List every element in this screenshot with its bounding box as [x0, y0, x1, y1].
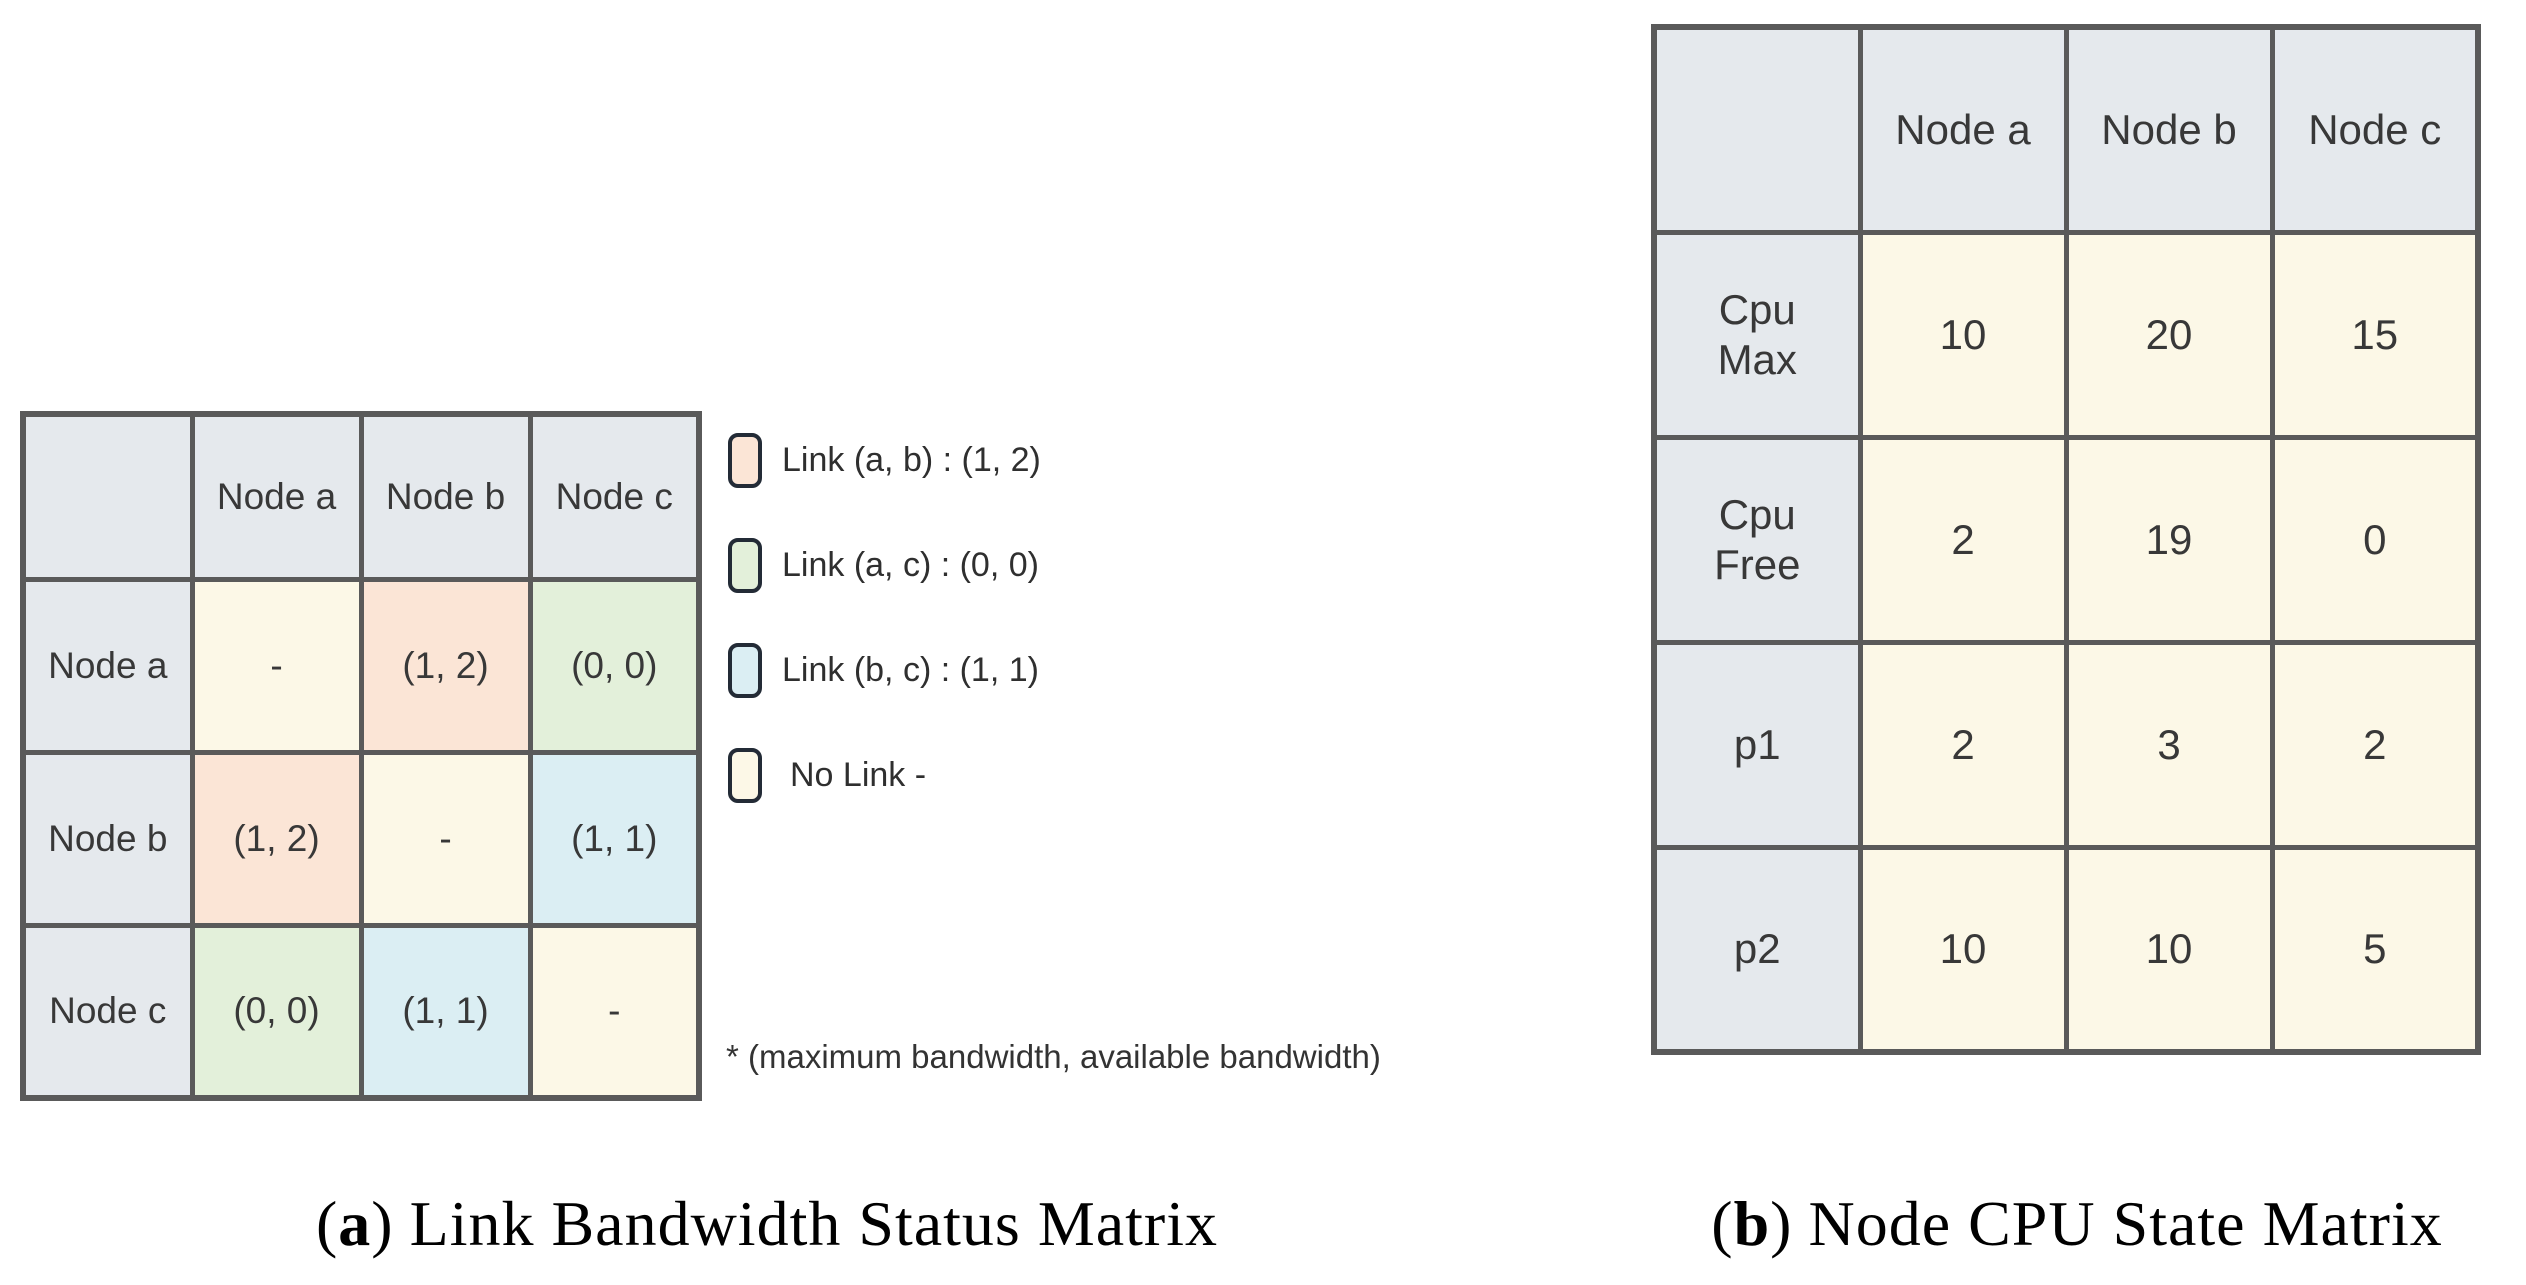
caption-a-text: Link Bandwidth Status Matrix — [409, 1188, 1219, 1259]
caption-a-letter: a — [338, 1188, 372, 1259]
matrix-a-cell-a-c: (0, 0) — [527, 576, 702, 755]
caption-b-letter: b — [1733, 1188, 1771, 1259]
matrix-a-cell-a-a: - — [189, 576, 364, 755]
cpu-state-matrix: Node a Node b Node c Cpu Max 10 20 15 Cp… — [1651, 24, 2481, 1055]
matrix-b-cell-p1-node-a: 2 — [1857, 639, 2069, 850]
matrix-a-cell-c-a: (0, 0) — [189, 922, 364, 1101]
caption-a-open-paren: ( — [315, 1188, 339, 1259]
caption-b-open-paren: ( — [1711, 1188, 1734, 1259]
matrix-b-cell-cpu-free-node-c: 0 — [2269, 434, 2481, 645]
bandwidth-footnote: * (maximum bandwidth, available bandwidt… — [726, 1038, 1381, 1075]
matrix-b-cell-p2-node-b: 10 — [2063, 844, 2275, 1055]
legend-label-link-bc: Link (b, c) : (1, 1) — [782, 651, 1039, 689]
matrix-b-cell-cpu-max-node-b: 20 — [2063, 229, 2275, 440]
legend-swatch-no-link — [728, 748, 762, 803]
legend-label-link-ab: Link (a, b) : (1, 2) — [782, 441, 1041, 479]
matrix-b-col-header-node-a: Node a — [1857, 24, 2069, 235]
legend-label-no-link: No Link - — [790, 756, 927, 794]
legend-item-link-ac: Link (a, c) : (0, 0) — [728, 538, 1041, 593]
matrix-b-col-header-node-c: Node c — [2269, 24, 2481, 235]
matrix-b-row-header-p1: p1 — [1651, 639, 1863, 850]
matrix-a-corner-cell — [20, 411, 195, 582]
bandwidth-legend: Link (a, b) : (1, 2) Link (a, c) : (0, 0… — [728, 433, 1041, 853]
matrix-a-row-header-node-a: Node a — [20, 576, 195, 755]
caption-a-close-paren: ) — [371, 1188, 394, 1259]
matrix-b-cell-cpu-free-node-a: 2 — [1857, 434, 2069, 645]
legend-item-link-ab: Link (a, b) : (1, 2) — [728, 433, 1041, 488]
caption-a: (a)Link Bandwidth Status Matrix — [67, 1192, 1467, 1256]
matrix-a-col-header-node-c: Node c — [527, 411, 702, 582]
matrix-b-cell-cpu-free-node-b: 19 — [2063, 434, 2275, 645]
matrix-a-cell-b-a: (1, 2) — [189, 749, 364, 928]
matrix-a-col-header-node-b: Node b — [358, 411, 533, 582]
matrix-b-row-header-cpu-max: Cpu Max — [1651, 229, 1863, 440]
matrix-a-col-header-node-a: Node a — [189, 411, 364, 582]
caption-b-text: Node CPU State Matrix — [1808, 1188, 2443, 1259]
matrix-b-cell-cpu-max-node-c: 15 — [2269, 229, 2481, 440]
matrix-b-cell-cpu-max-node-a: 10 — [1857, 229, 2069, 440]
legend-label-link-ac: Link (a, c) : (0, 0) — [782, 546, 1039, 584]
legend-item-no-link: No Link - — [728, 748, 1041, 803]
matrix-a-cell-b-c: (1, 1) — [527, 749, 702, 928]
matrix-a-cell-c-c: - — [527, 922, 702, 1101]
matrix-b-cell-p2-node-a: 10 — [1857, 844, 2069, 1055]
matrix-a-row-header-node-b: Node b — [20, 749, 195, 928]
matrix-b-col-header-node-b: Node b — [2063, 24, 2275, 235]
legend-swatch-link-bc — [728, 643, 762, 698]
matrix-b-row-header-p2: p2 — [1651, 844, 1863, 1055]
matrix-b-cell-p1-node-c: 2 — [2269, 639, 2481, 850]
matrix-a-cell-b-b: - — [358, 749, 533, 928]
legend-swatch-link-ab — [728, 433, 762, 488]
matrix-b-row-header-cpu-free: Cpu Free — [1651, 434, 1863, 645]
matrix-a-row-header-node-c: Node c — [20, 922, 195, 1101]
matrix-b-cell-p2-node-c: 5 — [2269, 844, 2481, 1055]
caption-b-close-paren: ) — [1770, 1188, 1793, 1259]
matrix-a-cell-c-b: (1, 1) — [358, 922, 533, 1101]
link-bandwidth-matrix: Node a Node b Node c Node a - (1, 2) (0,… — [20, 411, 702, 1101]
matrix-a-cell-a-b: (1, 2) — [358, 576, 533, 755]
matrix-b-cell-p1-node-b: 3 — [2063, 639, 2275, 850]
matrix-b-corner-cell — [1651, 24, 1863, 235]
legend-swatch-link-ac — [728, 538, 762, 593]
caption-b: (b)Node CPU State Matrix — [1627, 1192, 2526, 1256]
legend-item-link-bc: Link (b, c) : (1, 1) — [728, 643, 1041, 698]
